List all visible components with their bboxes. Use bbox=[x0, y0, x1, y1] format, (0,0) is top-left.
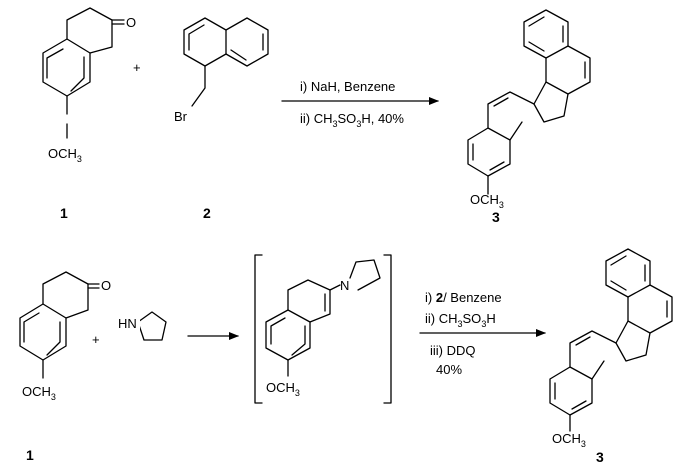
methoxy-label: OCH3 bbox=[48, 146, 82, 164]
condition-step-2-3: iii) DDQ bbox=[430, 343, 476, 358]
compound-1-structure-bottom: O OCH3 bbox=[19, 271, 111, 402]
enamine-intermediate-structure: N OCH3 bbox=[265, 259, 381, 398]
condition-step-2-2: ii) CH3SO3H bbox=[425, 311, 496, 329]
bromine-label: Br bbox=[174, 109, 188, 124]
compound-number-1: 1 bbox=[60, 205, 68, 221]
intermediate-methoxy-label: OCH3 bbox=[266, 380, 300, 398]
carbonyl-oxygen-label-bottom: O bbox=[101, 278, 111, 293]
compound-number-3-bottom: 3 bbox=[596, 449, 604, 465]
condition-yield: 40% bbox=[436, 362, 462, 377]
amine-label: HN bbox=[118, 316, 137, 331]
compound-1-structure: O OCH3 bbox=[42, 7, 136, 164]
compound-2-structure: Br bbox=[174, 17, 269, 124]
plus-sign-bottom: + bbox=[92, 332, 100, 347]
compound-number-1-bottom: 1 bbox=[26, 447, 34, 463]
nitrogen-label: N bbox=[340, 278, 349, 293]
compound-number-3-top: 3 bbox=[492, 209, 500, 225]
product-methoxy-label-bottom: OCH3 bbox=[552, 431, 586, 449]
condition-step-2: ii) CH3SO3H, 40% bbox=[300, 111, 404, 129]
pyrrolidine-structure: HN bbox=[118, 311, 167, 341]
condition-step-1: i) NaH, Benzene bbox=[300, 79, 395, 94]
bracket-right bbox=[383, 254, 392, 404]
condition-step-2-1: i) 2/ Benzene bbox=[425, 290, 502, 305]
plus-sign: + bbox=[133, 60, 141, 75]
reaction-1: O OCH3 1 + Br 2 i) NaH, Benzene ii) CH3S… bbox=[42, 7, 591, 225]
bracket-left bbox=[254, 254, 263, 404]
compound-number-2: 2 bbox=[203, 205, 211, 221]
product-methoxy-label: OCH3 bbox=[470, 192, 504, 210]
compound-3-structure-top: OCH3 bbox=[467, 9, 591, 210]
reaction-2: O OCH3 1 + HN N OCH3 bbox=[19, 248, 673, 465]
methoxy-label-bottom: OCH3 bbox=[22, 384, 56, 402]
compound-3-structure-bottom: OCH3 bbox=[549, 248, 673, 449]
carbonyl-oxygen-label: O bbox=[126, 15, 136, 30]
